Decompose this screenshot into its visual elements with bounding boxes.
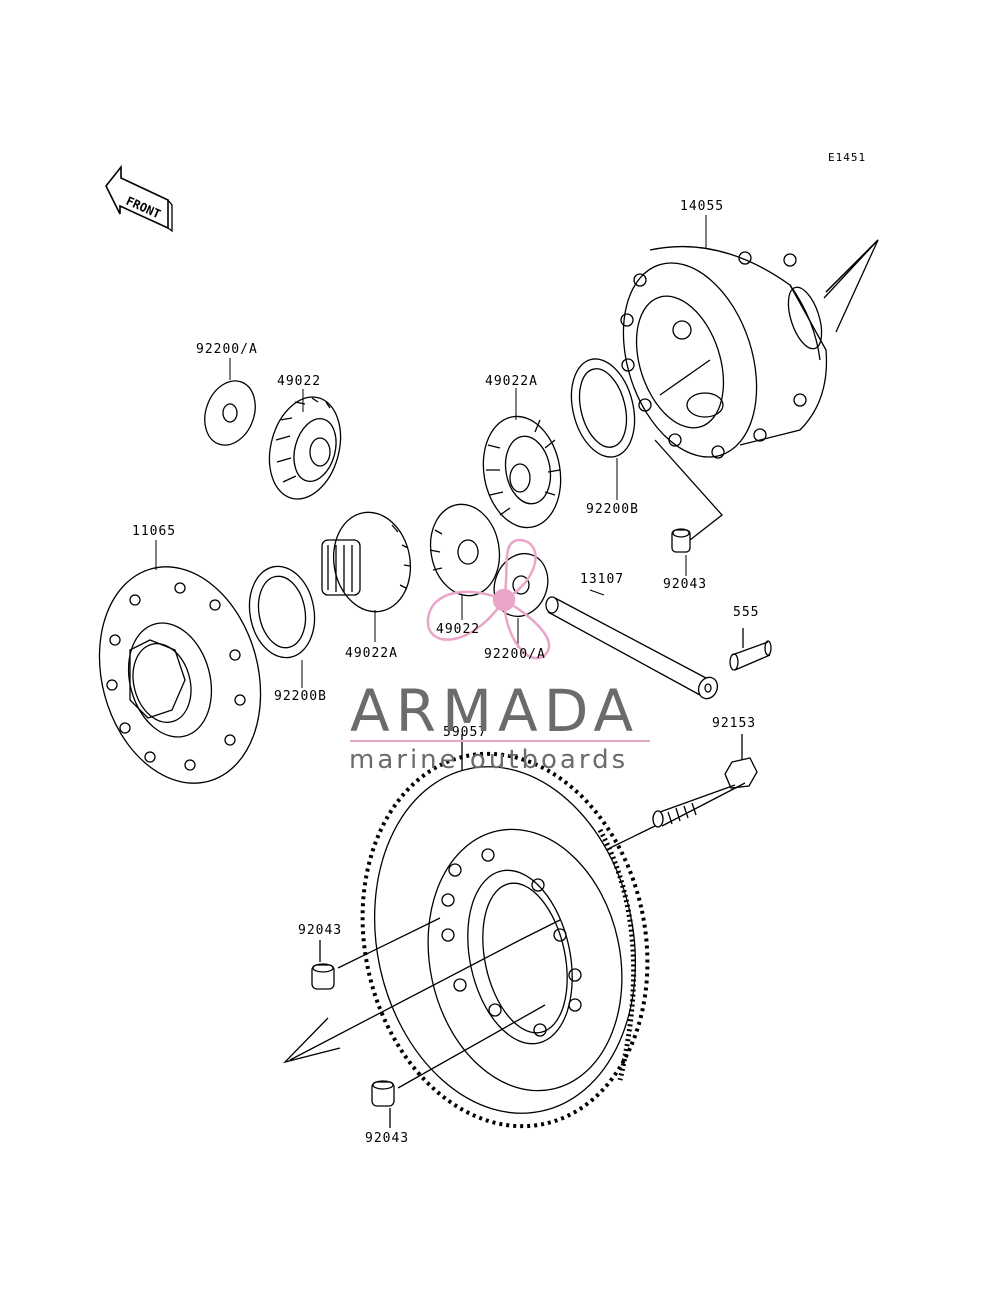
label-92043-left: 92043	[298, 923, 343, 938]
bevel-gear-49022a-top	[482, 415, 562, 529]
label-92153: 92153	[712, 716, 757, 731]
label-92043-right: 92043	[663, 577, 708, 592]
label-555: 555	[733, 605, 760, 620]
bolt-92153	[609, 734, 758, 849]
leader-lines	[155, 215, 707, 688]
label-92200a-mid: 92200/A	[484, 647, 546, 662]
label-49022-top: 49022	[277, 374, 322, 389]
label-49022-mid: 49022	[436, 622, 481, 637]
label-11065: 11065	[132, 524, 177, 539]
label-59057: 59057	[443, 725, 488, 740]
label-92200b-right: 92200B	[586, 502, 639, 517]
pin-555	[729, 628, 772, 671]
thrust-washer-92200a-mid	[493, 552, 549, 618]
thrust-washer-92200a-top	[204, 380, 256, 446]
label-49022a-mid: 49022A	[345, 646, 398, 661]
label-49022a-top: 49022A	[485, 374, 538, 389]
watermark-rule	[350, 740, 650, 742]
dowel-pin-92043-right	[654, 439, 723, 553]
label-92043-bottom: 92043	[365, 1131, 410, 1146]
label-92200a-top: 92200/A	[196, 342, 258, 357]
thrust-washer-92200b-left	[248, 565, 316, 659]
dowel-pin-92043-bottom	[371, 1004, 546, 1128]
label-92200b-left: 92200B	[274, 689, 327, 704]
watermark-brand: ARMADA	[350, 677, 640, 745]
pinion-shaft-13107	[545, 596, 719, 700]
diagram-id-code: E1451	[828, 151, 867, 164]
bevel-gear-49022a-mid	[321, 511, 412, 613]
differential-case-14055	[620, 239, 879, 459]
ring-gear-59057	[282, 734, 650, 1129]
bevel-gear-49022-mid	[429, 503, 501, 597]
front-arrow-icon: FRONT	[105, 164, 173, 233]
differential-cover-11065	[98, 566, 262, 784]
propeller-logo-icon	[426, 538, 551, 660]
bevel-gear-49022-top	[268, 396, 342, 500]
watermark-tagline: marine outboards	[349, 745, 629, 775]
label-13107: 13107	[580, 572, 625, 587]
dowel-pin-92043-left	[311, 917, 441, 990]
thrust-washer-92200b-right	[570, 358, 636, 458]
label-14055: 14055	[680, 199, 725, 214]
